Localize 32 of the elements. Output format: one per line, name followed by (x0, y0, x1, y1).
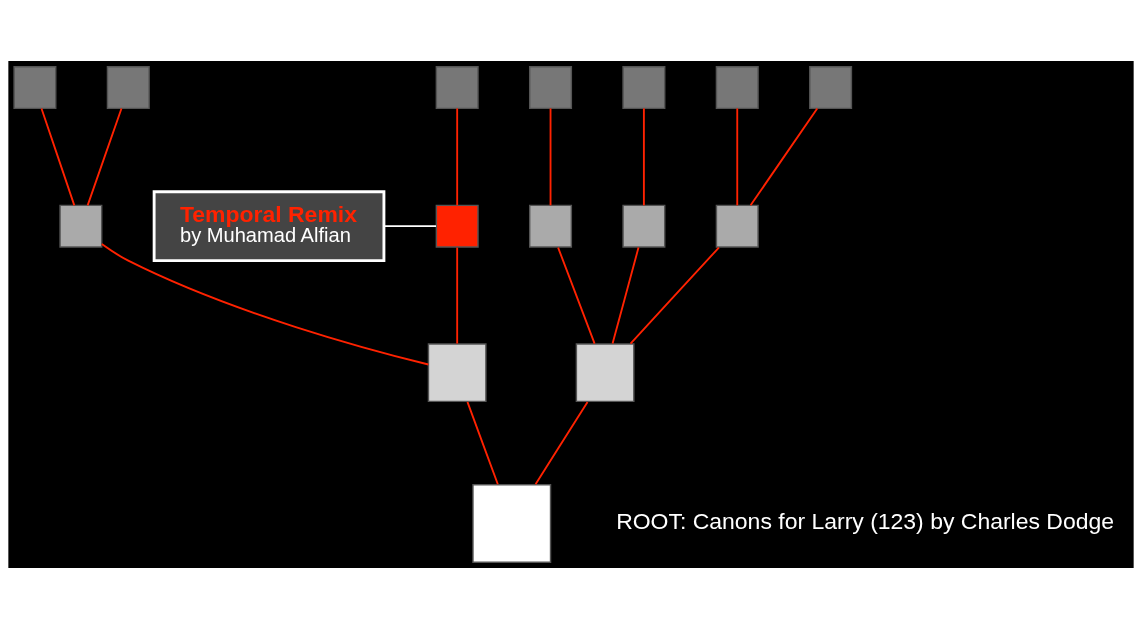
node-box (809, 65, 853, 109)
connector (549, 107, 552, 206)
connector (456, 246, 459, 344)
node-box (106, 65, 150, 109)
connector (100, 242, 430, 365)
connector (642, 107, 645, 206)
connector (611, 246, 640, 344)
connector (383, 224, 437, 227)
node-box (622, 65, 666, 109)
connector (466, 400, 499, 485)
connector (40, 107, 76, 206)
node-box (575, 342, 635, 402)
node-box (529, 204, 573, 248)
node-box (435, 65, 479, 109)
node-box (59, 204, 103, 248)
node-box (427, 342, 487, 402)
connector (629, 246, 720, 344)
node-label: ROOT: Canons for Larry (123) by Charles Dodge (616, 507, 1115, 534)
connector (534, 400, 589, 485)
connector (456, 107, 459, 206)
node-box (435, 204, 479, 248)
node-box (13, 65, 57, 109)
connector (86, 107, 123, 206)
connector (557, 246, 596, 344)
connector (749, 107, 819, 206)
node-box (715, 65, 759, 109)
node-box (472, 483, 552, 563)
node-box (715, 204, 759, 248)
node-box (622, 204, 666, 248)
node-box (529, 65, 573, 109)
node-box: Temporal Remix by Muhamad Alfian (152, 189, 386, 262)
connector (736, 107, 739, 206)
